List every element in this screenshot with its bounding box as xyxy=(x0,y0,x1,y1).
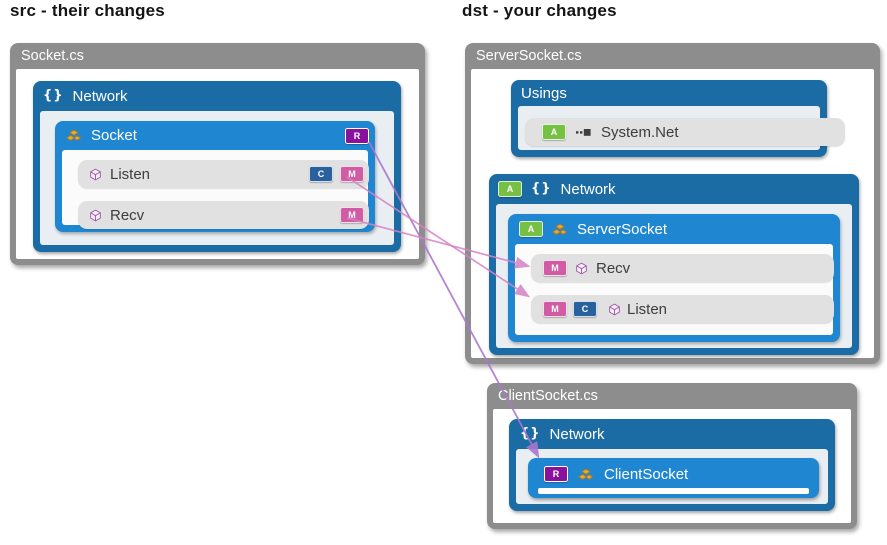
moved-badge: M xyxy=(543,301,567,317)
dst-class-label: ServerSocket xyxy=(577,220,668,238)
changed-badge: C xyxy=(573,301,597,317)
method-icon xyxy=(609,303,620,315)
dst-method-listen-label: Listen xyxy=(627,300,668,318)
src-file-socket-cs[interactable]: Socket.cs {} Network Socket R xyxy=(10,43,425,265)
src-file-title: Socket.cs xyxy=(21,48,84,64)
method-icon xyxy=(90,209,101,221)
moved-badge: M xyxy=(340,166,364,182)
dst-method-listen[interactable]: M C Listen xyxy=(531,295,834,323)
moved-badge: M xyxy=(543,260,567,276)
dst-client-namespace-label: Network xyxy=(549,425,605,443)
renamed-badge: R xyxy=(544,466,568,482)
dst-file-clientsocket-cs[interactable]: ClientSocket.cs {} Network R ClientSocke xyxy=(487,383,857,529)
src-class-label: Socket xyxy=(91,127,137,144)
dst-class-clientsocket[interactable]: R ClientSocket xyxy=(528,458,819,498)
dst-using-label: System.Net xyxy=(601,123,679,141)
dst-client-namespace-network[interactable]: {} Network R ClientSocket xyxy=(509,419,835,511)
dst-namespace-label: Network xyxy=(560,180,616,198)
src-file-body: {} Network Socket R xyxy=(16,69,419,259)
dst-namespace-network[interactable]: A {} Network A ServerSocket xyxy=(489,174,859,355)
namespace-icon: {} xyxy=(43,87,64,103)
class-icon xyxy=(552,223,567,235)
src-class-socket[interactable]: Socket R Listen C xyxy=(55,121,375,232)
using-icon xyxy=(576,128,591,136)
namespace-icon: {} xyxy=(531,180,552,196)
added-badge: A xyxy=(519,221,543,237)
class-icon xyxy=(578,468,593,480)
changed-badge: C xyxy=(309,166,333,182)
renamed-badge: R xyxy=(345,128,369,144)
src-method-recv[interactable]: Recv M xyxy=(78,201,369,229)
namespace-icon: {} xyxy=(520,425,541,441)
moved-badge: M xyxy=(340,207,364,223)
dst-using-system-net[interactable]: A System.Net xyxy=(525,118,845,146)
src-column-title: src - their changes xyxy=(10,1,165,20)
src-method-listen-label: Listen xyxy=(110,165,151,183)
src-method-recv-label: Recv xyxy=(110,206,145,224)
class-icon xyxy=(66,129,81,141)
added-badge: A xyxy=(498,181,522,197)
method-icon xyxy=(90,168,101,180)
dst-column-title: dst - your changes xyxy=(462,1,617,20)
dst-client-file-title: ClientSocket.cs xyxy=(498,388,598,404)
dst-method-recv[interactable]: M Recv xyxy=(531,254,834,282)
dst-class-serversocket[interactable]: A ServerSocket M xyxy=(508,214,840,342)
dst-file-title: ServerSocket.cs xyxy=(476,48,582,64)
method-icon xyxy=(576,262,587,274)
dst-usings-section[interactable]: Usings A System.Net xyxy=(511,80,845,157)
src-method-listen[interactable]: Listen C M xyxy=(78,160,369,188)
clientsocket-body-strip xyxy=(538,488,809,494)
dst-file-serversocket-cs[interactable]: ServerSocket.cs Usings A System.Net xyxy=(465,43,880,364)
src-namespace-network[interactable]: {} Network Socket R xyxy=(33,81,401,252)
dst-method-recv-label: Recv xyxy=(596,259,631,277)
dst-client-class-label: ClientSocket xyxy=(604,465,689,483)
src-namespace-label: Network xyxy=(72,87,128,105)
added-badge: A xyxy=(542,124,566,140)
dst-client-file-body: {} Network R ClientSocket xyxy=(493,409,851,523)
dst-usings-label: Usings xyxy=(521,84,567,102)
dst-file-body: Usings A System.Net xyxy=(471,69,874,358)
